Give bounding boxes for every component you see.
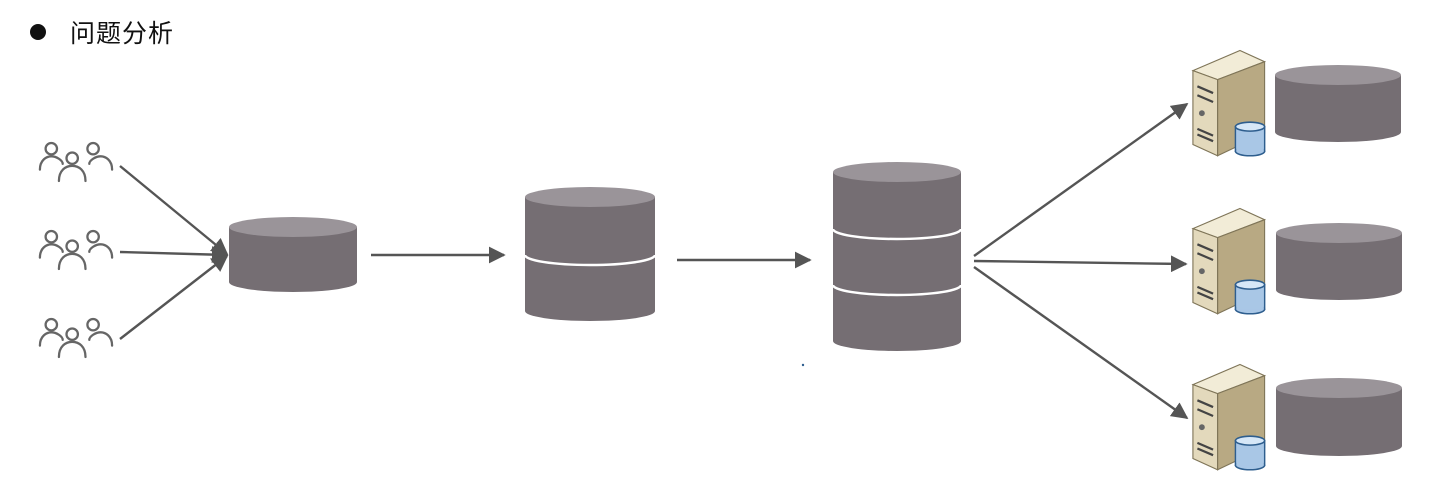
server-node-2 <box>1191 207 1402 315</box>
server-node-3 <box>1191 363 1402 471</box>
database-server-icon <box>1191 207 1266 315</box>
users-group-icon <box>38 317 114 359</box>
server-node-1 <box>1191 49 1401 157</box>
arrow-to-server-2 <box>973 255 1188 273</box>
section-heading: 问题分析 <box>30 14 174 50</box>
database-server-icon <box>1191 363 1266 471</box>
arrow-users-3 <box>119 254 229 340</box>
arrow-to-server-1 <box>973 103 1189 257</box>
database-cylinder-triple <box>831 162 963 351</box>
users-group-icon <box>38 229 114 271</box>
database-cylinder-double <box>523 187 657 321</box>
database-cylinder-single <box>229 217 357 292</box>
bullet-icon <box>30 24 46 40</box>
users-group-icon <box>38 141 114 183</box>
database-server-icon <box>1191 49 1266 157</box>
arrow-to-server-3 <box>973 266 1189 419</box>
heading-title: 问题分析 <box>70 19 175 48</box>
arrow-users-1 <box>119 165 229 256</box>
arrow-users-2 <box>119 246 229 263</box>
stray-dot <box>801 363 805 367</box>
storage-cylinder <box>1275 65 1401 142</box>
storage-cylinder <box>1276 223 1402 300</box>
storage-cylinder <box>1276 378 1402 456</box>
